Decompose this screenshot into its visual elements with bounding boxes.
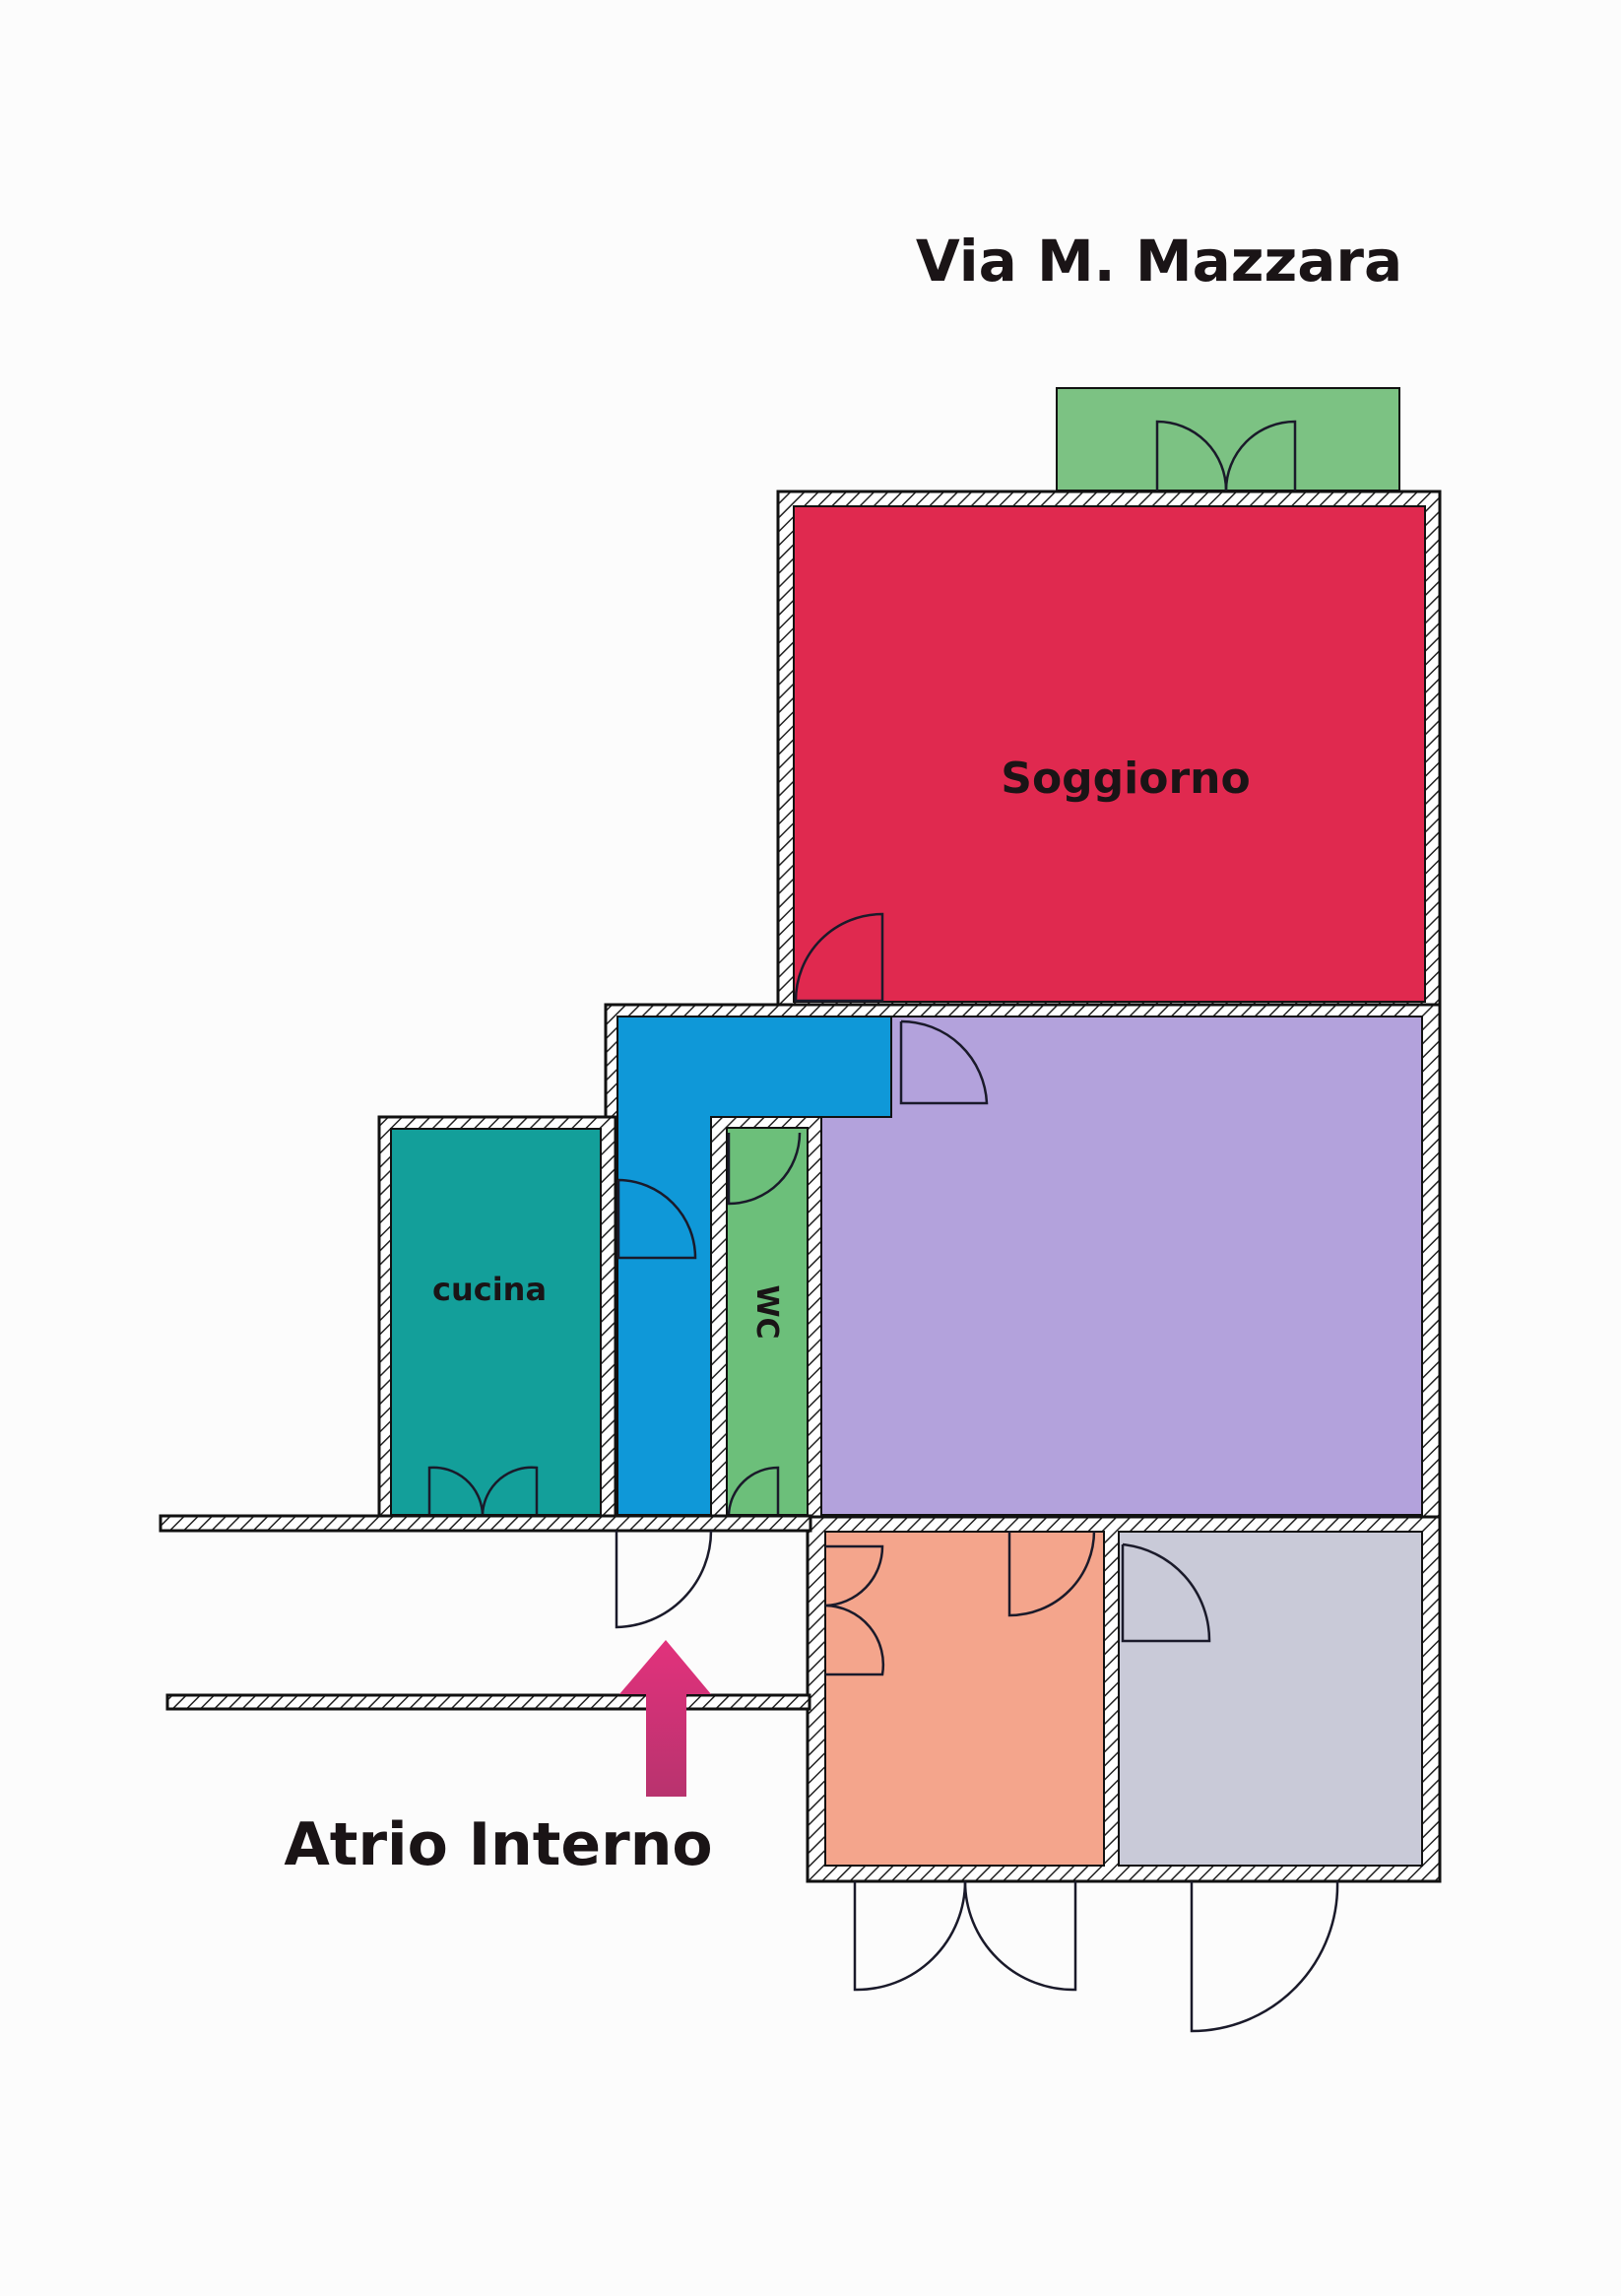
room-label-wc: WC [749,1284,784,1339]
entrance-arrow-icon [619,1640,711,1797]
wall-atrio-bottom [165,1693,811,1711]
room-camera [820,1016,1423,1516]
room-label-soggiorno: Soggiorno [1001,754,1250,804]
wall-atrio-top [159,1514,812,1533]
room-ingresso [824,1531,1105,1867]
street-label: Via M. Mazzara [916,228,1402,295]
room-cucina [390,1128,602,1516]
room-corridoio [616,1016,892,1516]
room-ripostiglio [1118,1531,1423,1867]
room-label-cucina: cucina [432,1271,547,1308]
room-soggiorno [793,505,1426,1003]
door-swings [427,420,1339,2033]
entrance-label: Atrio Interno [284,1810,712,1879]
